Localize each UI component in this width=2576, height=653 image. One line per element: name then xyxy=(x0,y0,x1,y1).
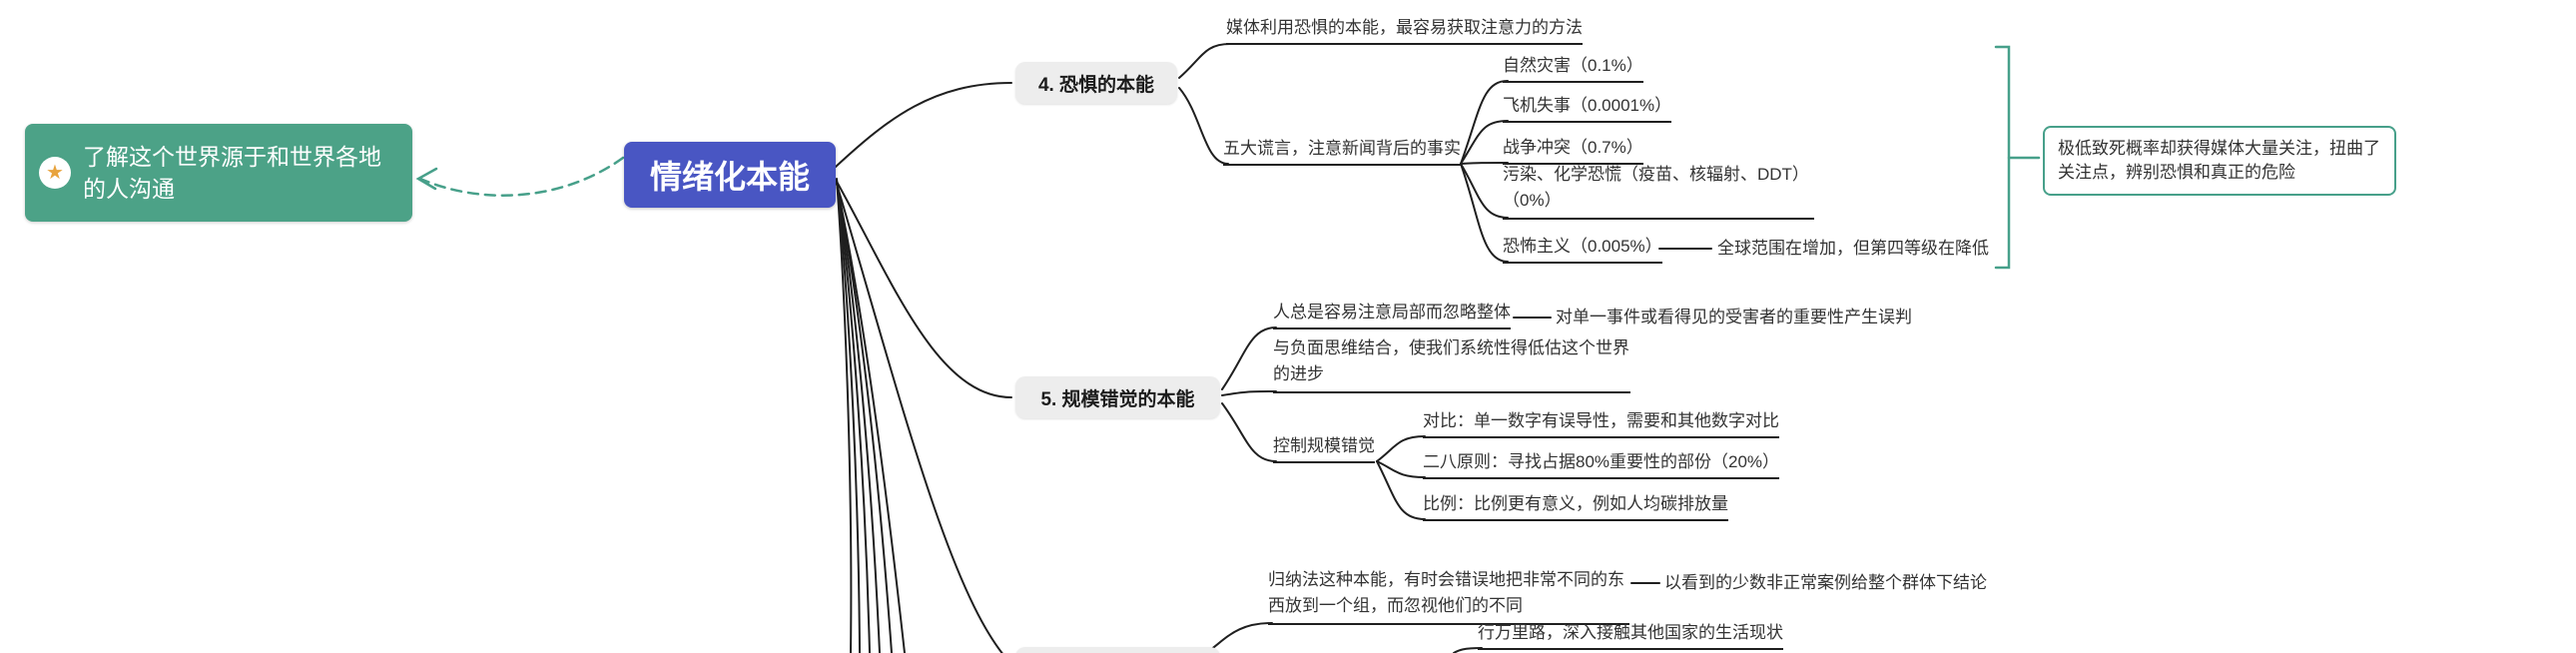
topic-control-size[interactable]: 控制规模错觉 xyxy=(1273,435,1375,463)
topic-negative-thinking[interactable]: 与负面思维结合，使我们系统性得低估这个世界的进步 xyxy=(1273,335,1630,393)
topic-generalization[interactable]: 归纳法这种本能，有时会错误地把非常不同的东西放到一个组，而忽视他们的不同 xyxy=(1268,567,1629,625)
topic-stat-war[interactable]: 战争冲突（0.7%） xyxy=(1503,137,1643,165)
topic-five-lies[interactable]: 五大谎言，注意新闻背后的事实 xyxy=(1223,138,1461,166)
topic-control-compare[interactable]: 对比：单一数字有误导性，需要和其他数字对比 xyxy=(1423,410,1779,438)
fear-summary-callout[interactable]: 极低致死概率却获得媒体大量关注，扭曲了关注点，辨别恐惧和真正的危险 xyxy=(2043,126,2396,196)
topic-travel[interactable]: 行万里路，深入接触其他国家的生活现状 xyxy=(1478,622,1783,650)
topic-stat-plane-crash[interactable]: 飞机失事（0.0001%） xyxy=(1503,95,1672,123)
topic-generalization-note[interactable]: 以看到的少数非正常案例给整个群体下结论 xyxy=(1664,573,1987,592)
node-generalize-instinct-clipped[interactable] xyxy=(1015,647,1220,653)
star-badge-icon: ★ xyxy=(39,157,71,189)
relationship-dashed-arrow xyxy=(415,156,625,197)
summary-bracket xyxy=(1994,45,2041,270)
topic-media-fear[interactable]: 媒体利用恐惧的本能，最容易获取注意力的方法 xyxy=(1226,17,1583,45)
floating-topic[interactable]: ★ 了解这个世界源于和世界各地的人沟通 xyxy=(25,124,412,222)
topic-stat-terrorism[interactable]: 恐怖主义（0.005%） xyxy=(1503,236,1662,264)
central-topic[interactable]: 情绪化本能 xyxy=(624,142,836,208)
node-fear-instinct[interactable]: 4. 恐惧的本能 xyxy=(1015,62,1177,104)
topic-terrorism-note[interactable]: 全球范围在增加，但第四等级在降低 xyxy=(1717,239,1989,258)
topic-partial-attention[interactable]: 人总是容易注意局部而忽略整体 xyxy=(1273,302,1511,329)
topic-stat-pollution[interactable]: 污染、化学恐慌（疫苗、核辐射、DDT）（0%） xyxy=(1503,162,1814,220)
topic-partial-note[interactable]: 对单一事件或看得见的受害者的重要性产生误判 xyxy=(1556,308,1912,326)
node-size-instinct[interactable]: 5. 规模错觉的本能 xyxy=(1015,376,1220,418)
topic-stat-natural-disaster[interactable]: 自然灾害（0.1%） xyxy=(1503,55,1643,83)
topic-control-8020[interactable]: 二八原则：寻找占据80%重要性的部份（20%） xyxy=(1423,451,1780,479)
floating-topic-label: 了解这个世界源于和世界各地的人沟通 xyxy=(83,144,381,202)
topic-control-ratio[interactable]: 比例：比例更有意义，例如人均碳排放量 xyxy=(1423,493,1728,521)
